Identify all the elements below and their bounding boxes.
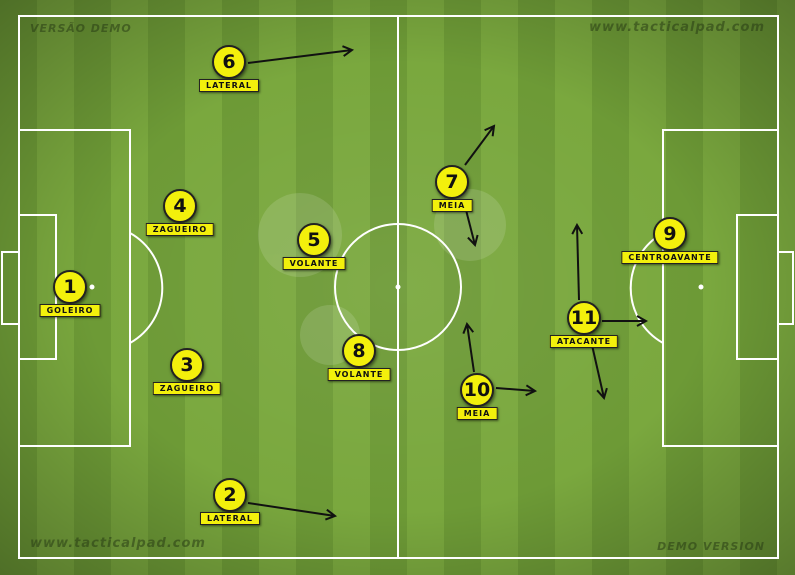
player-role: LATERAL (198, 79, 260, 92)
movement-arrows (247, 50, 646, 516)
player-role: LATERAL (199, 512, 261, 525)
player-role: GOLEIRO (39, 304, 101, 317)
player-number: 11 (567, 301, 601, 335)
player-role: CENTROAVANTE (621, 251, 719, 264)
left-goal-area (18, 214, 57, 360)
player-number: 6 (212, 45, 246, 79)
movement-arrow (247, 50, 352, 64)
movement-arrow (591, 344, 604, 398)
movement-arrow (465, 209, 475, 245)
left-penalty-spot (89, 284, 95, 290)
player-role: ATACANTE (549, 335, 619, 348)
player-role: MEIA (456, 407, 498, 420)
player-number: 9 (653, 217, 687, 251)
player-number: 8 (342, 334, 376, 368)
right-penalty-area (662, 129, 779, 447)
player-number: 1 (53, 270, 87, 304)
player-role: VOLANTE (327, 368, 391, 381)
center-circle (334, 223, 462, 351)
watermark-demo-pt: VERSÃO DEMO (30, 22, 132, 35)
right-penalty-arc (629, 232, 664, 344)
player-number: 5 (297, 223, 331, 257)
right-goal-area (736, 214, 779, 360)
movement-arrow (247, 502, 335, 516)
left-goal (1, 251, 20, 325)
left-penalty-arc (129, 232, 164, 344)
right-goal (777, 251, 794, 325)
right-penalty-spot (698, 284, 704, 290)
movement-arrow (464, 126, 494, 166)
player-number: 2 (213, 478, 247, 512)
player-role: ZAGUEIRO (152, 382, 222, 395)
movement-arrow (467, 324, 475, 373)
pitch-spots (89, 284, 704, 290)
player-number: 3 (170, 348, 204, 382)
player-number: 7 (435, 165, 469, 199)
player-number: 10 (460, 373, 494, 407)
player-role: VOLANTE (282, 257, 346, 270)
watermark-url: www.tacticalpad.com (589, 20, 765, 35)
pitch-markings (1, 15, 794, 559)
movement-arrow (495, 388, 535, 391)
player-role: ZAGUEIRO (145, 223, 215, 236)
player-role: MEIA (431, 199, 473, 212)
watermark-url: www.tacticalpad.com (30, 536, 206, 551)
center-spot (395, 284, 401, 290)
movement-arrow (577, 225, 579, 301)
watermark-demo-en: DEMO VERSION (657, 540, 765, 553)
player-number: 4 (163, 189, 197, 223)
